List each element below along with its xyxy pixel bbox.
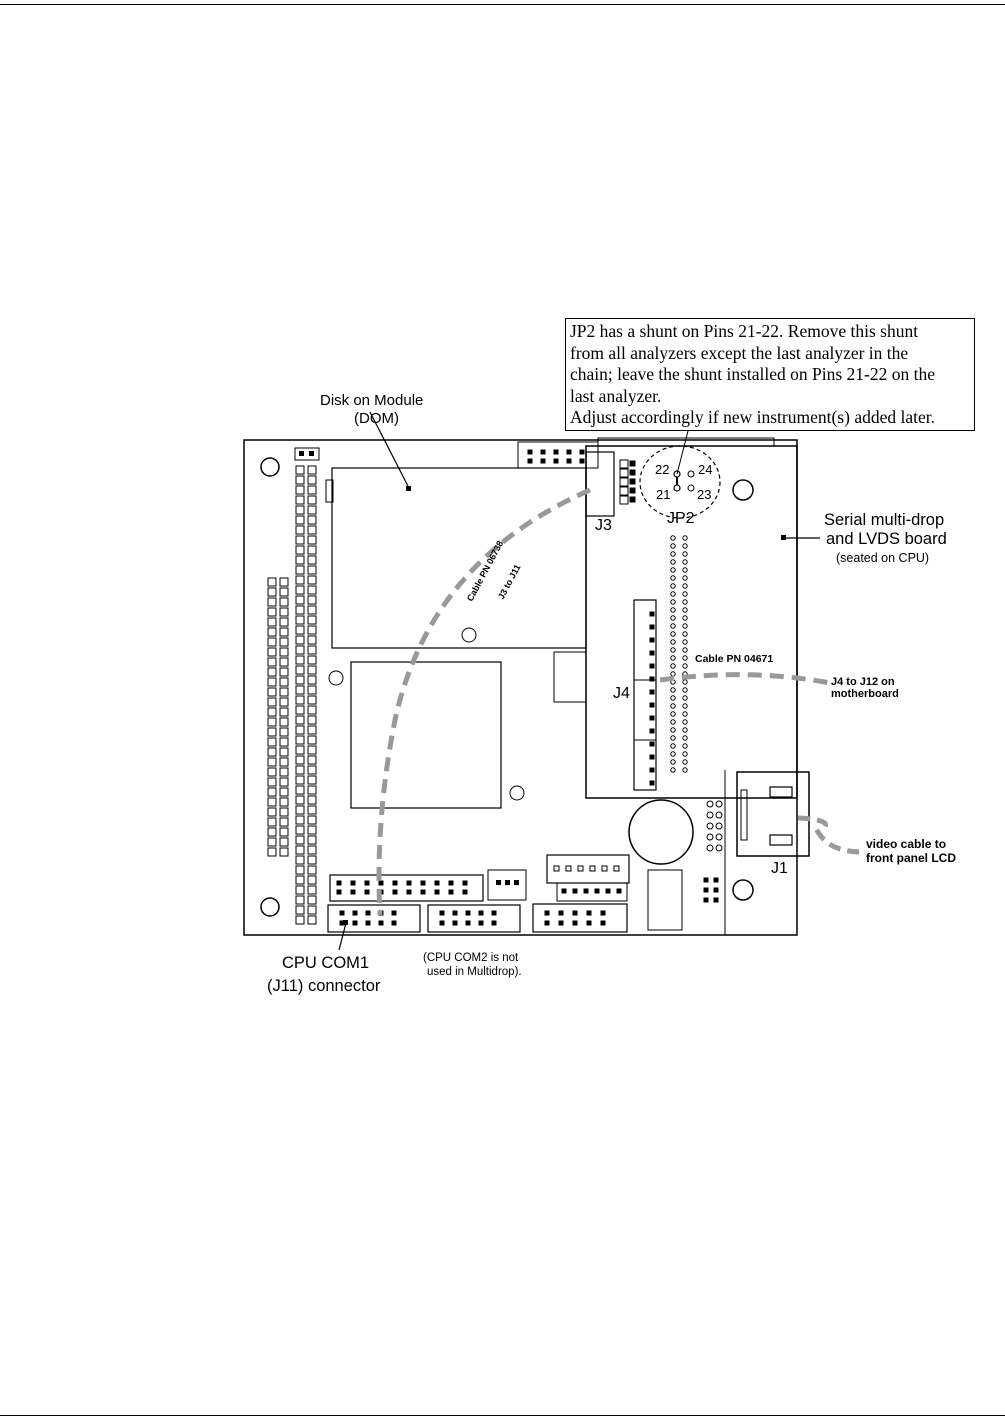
com2-note-line1: (CPU COM2 is not <box>423 952 519 964</box>
j1-label: J1 <box>771 860 788 877</box>
mount-hole <box>461 627 477 643</box>
cable-06738-label-2: J3 to J11 <box>496 563 523 601</box>
cpu-chip <box>350 661 502 809</box>
note-line: chain; leave the shunt installed on Pins… <box>570 364 936 384</box>
pin-23-label: 23 <box>697 487 712 502</box>
cable-04671 <box>659 672 831 686</box>
j3-label: J3 <box>595 517 612 534</box>
j3-connector <box>585 451 615 517</box>
serial-board-label-line1: Serial multi-drop <box>824 511 945 529</box>
jp2-highlight <box>639 445 721 519</box>
dom-label-line1: Disk on Module <box>320 392 424 409</box>
pin-22-label: 22 <box>655 462 670 477</box>
mount-hole <box>328 670 344 686</box>
top-connector <box>517 441 599 469</box>
disk-on-module <box>331 467 587 649</box>
com-header-upper <box>329 874 484 902</box>
j4-label: J4 <box>613 685 630 702</box>
serial-lvds-board <box>585 445 798 799</box>
pc104-connector <box>295 465 317 925</box>
serial-board-label-line3: (seated on CPU) <box>836 551 930 565</box>
note-line: last analyzer. <box>570 385 662 406</box>
com2-note-line2: used in Multidrop). <box>427 966 522 978</box>
note-line: Adjust accordingly if new instrument(s) … <box>570 407 935 427</box>
com1-label-line2: (J11) connector <box>267 977 381 995</box>
cable-04671-label: Cable PN 04671 <box>695 653 774 665</box>
bottom-right-connector <box>532 903 628 933</box>
mount-hole <box>732 879 754 901</box>
pin-24-label: 24 <box>698 462 713 477</box>
jp2-label: JP2 <box>667 510 695 527</box>
dom-label-line2: (DOM) <box>354 410 399 427</box>
jp2-shunt-note: JP2 has a shunt on Pins 21-22. Remove th… <box>565 318 975 431</box>
note-line: JP2 has a shunt on Pins 21-22. Remove th… <box>570 321 919 341</box>
j4-to-j12-label-line2: motherboard <box>831 688 899 700</box>
j1-video-connector <box>736 771 810 857</box>
com1-connector <box>327 904 421 933</box>
cpu-board-outline <box>243 439 798 936</box>
mount-hole <box>732 479 754 501</box>
footer-rule <box>0 1415 1005 1416</box>
pc104-connector-secondary <box>267 577 289 857</box>
cable-06738 <box>376 487 592 916</box>
serial-board-label-line2: and LVDS board <box>826 530 947 548</box>
j4-connector <box>633 599 657 791</box>
header-rule <box>0 4 1005 5</box>
video-cable <box>797 815 863 855</box>
battery <box>628 799 694 865</box>
com2-connector <box>427 904 521 933</box>
j4-to-j12-label-line1: J4 to J12 on <box>831 676 895 688</box>
mount-hole <box>509 785 525 801</box>
video-cable-label-line2: front panel LCD <box>866 851 956 865</box>
com1-label-line1: CPU COM1 <box>282 954 370 972</box>
video-cable-label-line1: video cable to <box>866 837 947 851</box>
mount-hole <box>260 897 280 917</box>
pin-21-label: 21 <box>656 487 671 502</box>
mount-hole <box>260 457 280 477</box>
note-line: from all analyzers except the last analy… <box>570 342 909 363</box>
